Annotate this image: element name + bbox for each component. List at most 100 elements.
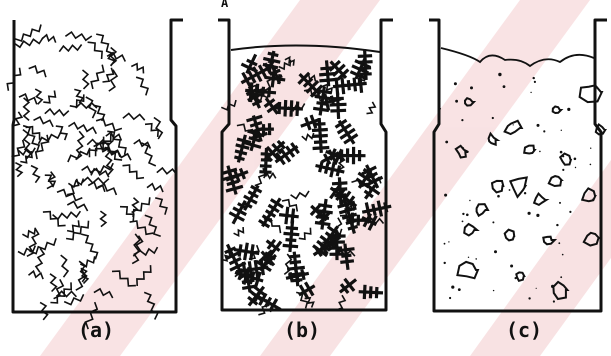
dendrite-a [80,256,94,266]
dendrite-a [76,131,84,159]
meniscus-b [231,45,380,52]
nucleus-c [553,107,561,114]
dendrite-a [132,198,139,213]
speck-c [590,164,592,166]
dendrite-b [330,61,349,80]
speck-c [534,81,536,83]
dendrite-a [14,38,43,48]
speck-c [509,189,511,191]
dendrite-a [39,132,62,144]
speck-c [449,297,451,299]
speck-c [553,300,555,302]
dendrite-a [24,98,30,121]
nucleus-c [553,282,567,299]
speck-c [439,108,441,110]
nucleus-c [492,181,503,193]
nucleus-c [505,230,515,241]
speck-c [528,297,530,299]
dendrite-a [53,211,81,219]
speck-c [592,199,593,200]
speck-c [562,254,564,256]
speck-c [458,288,461,291]
speck-c [469,200,470,201]
dendrite-a [68,123,96,134]
dendrite-a [67,202,87,212]
speck-c [562,169,564,171]
nucleus-c [549,176,562,186]
dendrite-a [45,109,69,116]
speck-c [569,211,571,213]
dendrite-a [31,166,39,183]
dendrite-a [100,211,106,227]
dendrite-b [359,285,383,299]
dendrite-a [140,247,157,255]
dendrite-a [82,166,109,177]
dendrite-a [96,34,108,51]
speck-c [462,221,464,223]
dendrite-a [83,70,89,89]
dendrite-a [96,119,122,131]
dendrite-a [68,148,90,162]
dendrite-a [57,190,82,201]
dendrite-b [301,115,319,130]
dendrite-a [112,271,136,286]
speck-c [536,214,539,217]
mould-outline-c [429,20,607,311]
speck-c [536,288,537,289]
grain-boundary-b [336,295,345,310]
nucleus-c [464,224,477,236]
speck-c [451,286,454,289]
dendrite-a [141,143,155,166]
speck-c [561,130,562,131]
dendrite-a [123,114,145,121]
dendrite-b [336,120,358,144]
speck-c [444,194,447,197]
dendrite-a [42,35,56,43]
speck-c [494,250,497,253]
dendrite-b [241,54,257,73]
dendrite-b [243,186,262,211]
speck-c [558,242,560,244]
dendrite-a [59,45,81,52]
dendrite-a [15,163,22,177]
speck-c [492,221,494,223]
speck-c [454,82,457,85]
columnar-dendrite-texture [7,25,177,330]
dendrite-b [340,279,356,293]
grain-boundary-b [367,102,376,114]
meniscus-c [441,48,594,66]
top-mark: A [221,0,228,10]
speck-c [559,202,561,204]
speck-c [528,212,531,215]
dendrite-a [50,274,56,292]
nucleus-c [516,272,524,280]
speck-c [461,119,463,121]
dendrite-b [286,269,309,282]
dendrite-a [66,221,88,240]
speck-c [444,243,446,245]
speck-c [498,73,501,76]
dendrite-a [144,292,158,319]
caption-c: (c) [494,318,554,342]
speck-c [574,158,577,161]
speck-c [575,167,576,168]
speck-c [556,224,558,226]
speck-c [462,147,464,149]
sparse-nuclei-texture [439,73,605,303]
caption-a: (a) [66,318,126,342]
dendrite-a [81,234,97,259]
nucleus-c [534,194,546,205]
speck-c [455,100,458,103]
speck-c [560,276,562,278]
nucleus-c [477,204,488,216]
dendrite-a [155,198,167,215]
speck-c [470,86,473,89]
dendrite-a [94,289,113,298]
dendrite-a [34,117,54,127]
speck-c [513,124,514,125]
dendrite-a [120,207,134,222]
nucleus-c [465,98,474,105]
nucleus-c [505,121,522,134]
nucleus-c [580,85,602,102]
grain-boundary-b [302,133,314,140]
